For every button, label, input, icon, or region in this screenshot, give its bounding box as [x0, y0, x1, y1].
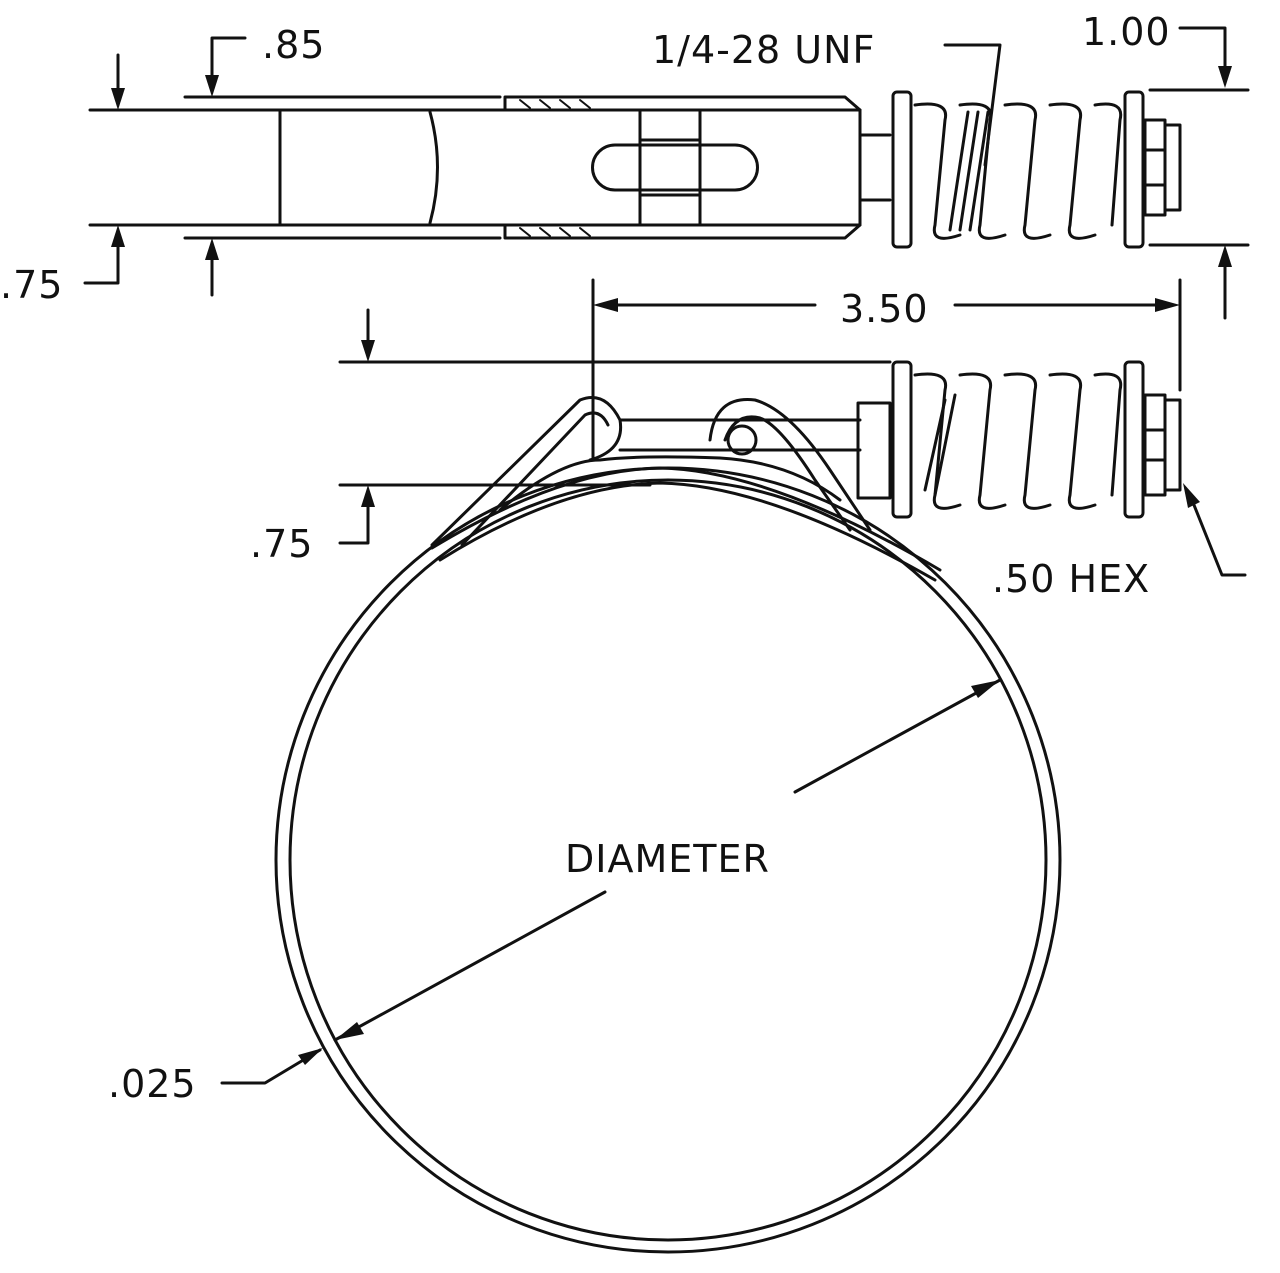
- thickness-label: .025: [108, 1062, 197, 1106]
- diameter-leader: [333, 678, 1002, 1042]
- hex-leader: [1183, 483, 1247, 577]
- thickness-leader: [220, 1048, 323, 1085]
- diameter-label: DIAMETER: [565, 837, 770, 881]
- dim-350: [591, 278, 1182, 462]
- band-circle: [274, 466, 1062, 1254]
- side-view: [338, 308, 1182, 582]
- dim-085: [205, 36, 247, 297]
- dim-label-100: 1.00: [1082, 10, 1171, 54]
- thread-leader: [943, 43, 1002, 167]
- dim-075-left: [83, 53, 125, 285]
- dim-label-350: 3.50: [840, 287, 929, 331]
- dim-label-085: .85: [262, 23, 325, 67]
- dim-label-075-left: .75: [0, 263, 63, 307]
- top-view: [88, 90, 1182, 249]
- dim-label-075-side: .75: [250, 522, 313, 566]
- hex-size-label: .50 HEX: [992, 557, 1150, 601]
- dim-100: [1148, 26, 1250, 320]
- thread-spec-label: 1/4-28 UNF: [652, 28, 875, 72]
